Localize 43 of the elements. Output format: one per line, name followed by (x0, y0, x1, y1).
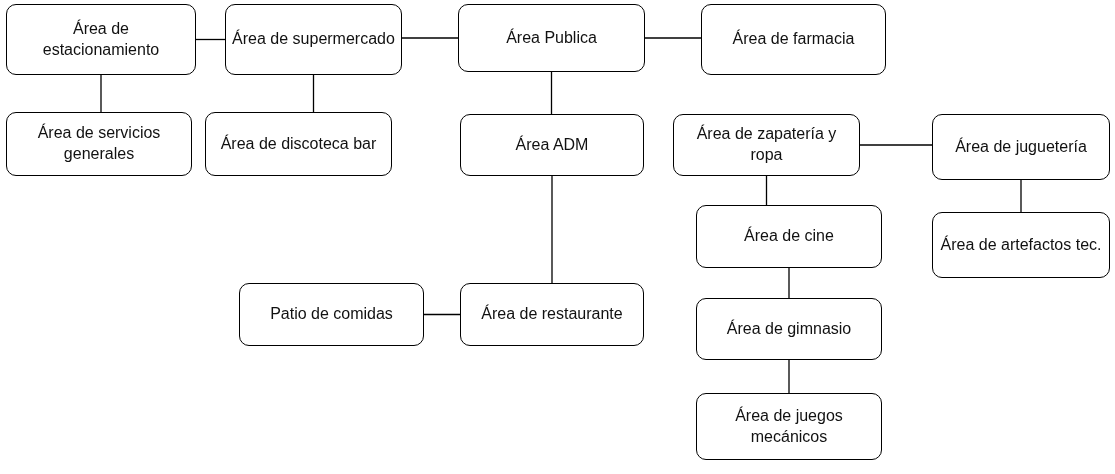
area-label: Área de servicios generales (36, 123, 162, 164)
connector-line (1020, 179, 1022, 213)
connector-line (401, 37, 459, 39)
area-box (932, 212, 1110, 278)
area-label: Área de juguetería (955, 136, 1087, 157)
area-box (6, 4, 196, 75)
area-label: Área de juegos mecánicos (734, 405, 844, 447)
connector-line (423, 313, 461, 316)
connector-line (788, 359, 790, 394)
area-box (696, 393, 882, 460)
area-label: Área de gimnasio (726, 318, 852, 339)
area-box (701, 4, 886, 75)
area-label: Área de restaurante (481, 304, 623, 325)
connector-line (195, 38, 226, 41)
area-label: Área de estacionamiento (41, 18, 161, 60)
area-label: Área de discoteca bar (220, 133, 377, 154)
area-box (6, 112, 192, 176)
area-label: Área ADM (515, 134, 589, 155)
connector-line (788, 267, 790, 299)
area-box (673, 114, 860, 176)
area-box (696, 205, 882, 268)
area-label: Área de zapatería y ropa (695, 124, 838, 165)
area-label: Área de farmacia (732, 29, 855, 50)
area-box (460, 114, 644, 176)
area-box (205, 112, 392, 176)
area-label: Área de cine (744, 226, 834, 247)
area-box (460, 283, 644, 346)
connector-line (644, 37, 702, 39)
area-label: Área Publica (506, 27, 597, 48)
area-box (458, 4, 645, 72)
area-box (225, 4, 402, 75)
connector-line (765, 175, 768, 206)
connector-line (551, 175, 553, 284)
area-box (696, 298, 882, 360)
connector-line (550, 71, 553, 115)
area-label: Patio de comidas (270, 304, 393, 325)
connector-line (859, 144, 933, 146)
connector-line (100, 74, 102, 113)
area-box (239, 283, 424, 346)
connector-line (312, 74, 315, 113)
area-label: Área de artefactos tec. (940, 234, 1102, 255)
area-box (932, 114, 1110, 180)
area-label: Área de supermercado (232, 29, 395, 50)
